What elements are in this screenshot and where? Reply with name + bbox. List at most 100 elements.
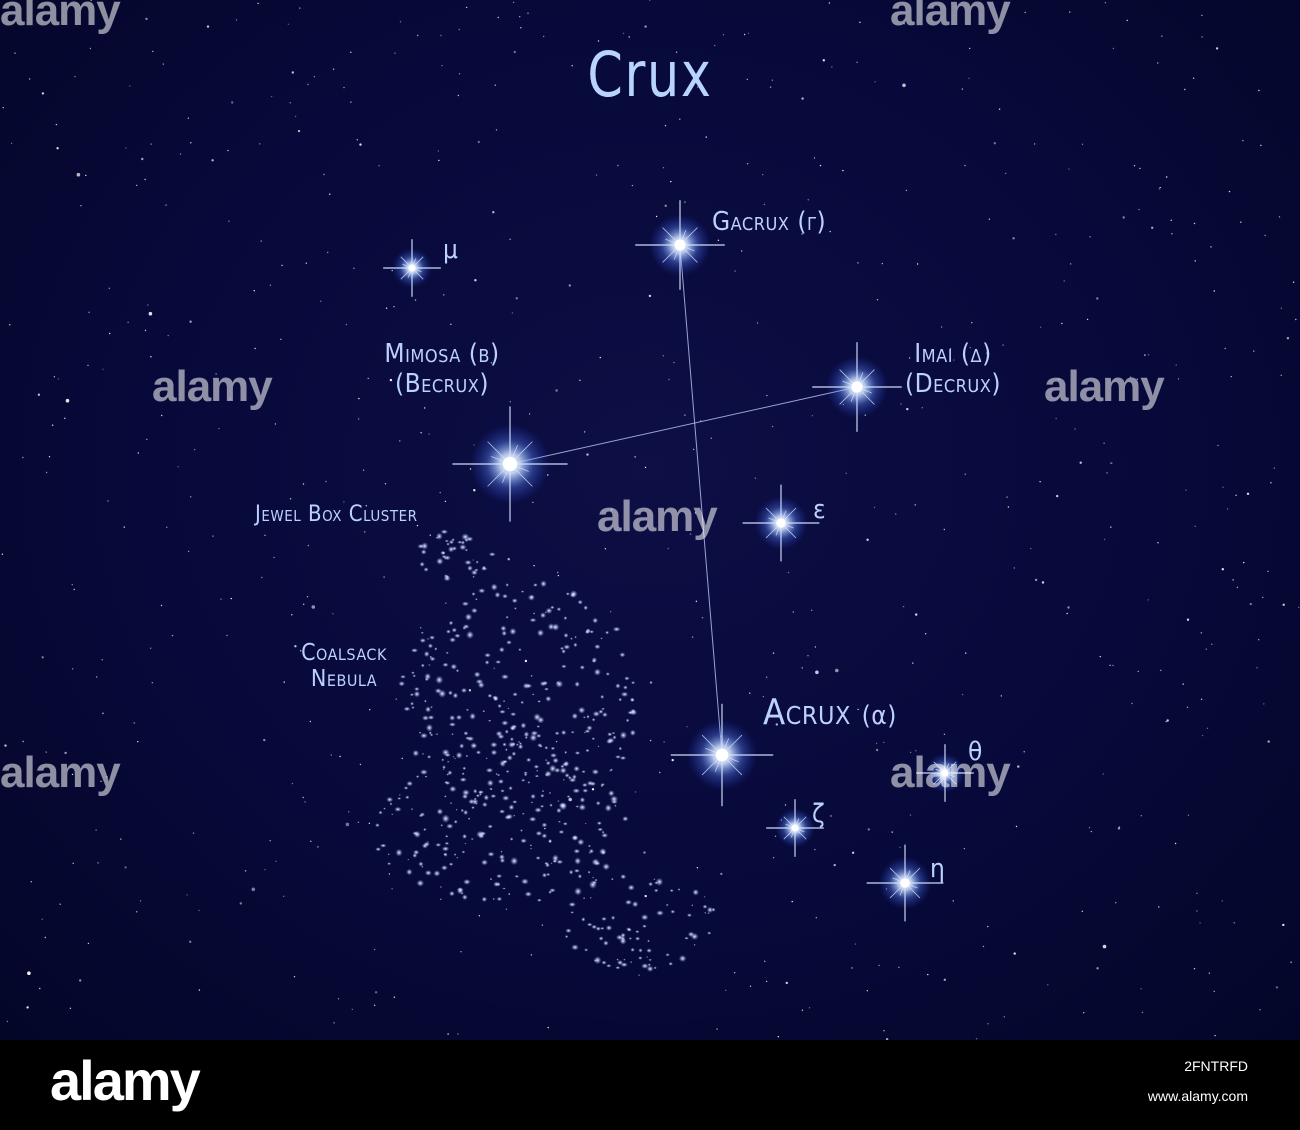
cluster-star (420, 549, 427, 555)
background-star (1003, 1016, 1005, 1018)
cluster-star (452, 756, 455, 758)
background-star (401, 757, 403, 760)
background-star (474, 279, 477, 282)
background-star (374, 991, 378, 994)
cluster-star (600, 637, 603, 640)
background-star (302, 483, 305, 485)
background-star (227, 149, 229, 152)
star-eta (866, 844, 944, 922)
background-star (148, 311, 153, 316)
background-star (85, 174, 87, 177)
background-star (95, 829, 97, 831)
cluster-star (564, 935, 569, 939)
cluster-star (439, 898, 442, 901)
background-star (139, 900, 142, 902)
background-star (1211, 643, 1213, 645)
background-star (1081, 143, 1084, 145)
cluster-star (597, 827, 604, 832)
background-star (509, 238, 511, 240)
cluster-star (530, 801, 534, 804)
cluster-star (565, 928, 572, 933)
cluster-star (620, 691, 629, 697)
cluster-star (620, 932, 626, 938)
cluster-star (554, 731, 560, 736)
background-star (547, 1026, 549, 1029)
background-star (655, 215, 658, 218)
background-star (772, 857, 775, 859)
background-star (305, 262, 307, 264)
background-starfield (1, 0, 1300, 1040)
label-theta: θ (968, 737, 983, 767)
cluster-star (505, 615, 509, 619)
cluster-star (584, 729, 591, 734)
cluster-star (507, 707, 510, 710)
background-star (473, 444, 475, 446)
background-star (230, 597, 232, 600)
background-star (96, 676, 98, 678)
background-star (555, 389, 558, 392)
cluster-star (574, 887, 582, 896)
background-star (190, 142, 192, 144)
cluster-star (441, 846, 450, 852)
cluster-star (490, 794, 497, 799)
cluster-star (445, 834, 449, 838)
background-star (771, 79, 774, 81)
background-star (332, 613, 334, 615)
background-star (275, 860, 277, 862)
background-star (359, 763, 362, 766)
background-star (1184, 88, 1186, 91)
background-star (909, 814, 912, 816)
background-star (74, 75, 76, 78)
cluster-star (428, 664, 431, 666)
background-star (350, 51, 352, 53)
background-star (289, 498, 292, 500)
background-star (215, 373, 217, 375)
background-star (1133, 165, 1136, 167)
cluster-star (444, 753, 451, 757)
cluster-star (442, 662, 449, 667)
background-star (1215, 47, 1219, 50)
background-star (902, 605, 905, 608)
cluster-star (669, 889, 674, 893)
cluster-star (412, 674, 416, 678)
background-star (87, 364, 89, 367)
cluster-star (411, 671, 415, 675)
cluster-star (505, 748, 508, 752)
background-star (583, 431, 586, 433)
cluster-star (501, 630, 507, 637)
background-star (622, 32, 625, 35)
background-star (915, 613, 918, 616)
background-star (72, 862, 74, 864)
background-star (898, 966, 900, 968)
cluster-star (530, 674, 533, 678)
background-star (741, 250, 743, 252)
background-star (165, 204, 167, 206)
cluster-star (556, 859, 564, 865)
background-star (808, 1007, 811, 1009)
cluster-star (427, 715, 435, 720)
cluster-star (512, 692, 518, 697)
cluster-star (584, 948, 589, 952)
background-star (1214, 1034, 1216, 1037)
background-star (599, 356, 601, 359)
background-star (746, 78, 748, 81)
cluster-star (541, 833, 548, 839)
background-star (457, 1033, 459, 1035)
cluster-star (502, 887, 506, 890)
background-star (260, 240, 262, 242)
cluster-star (488, 719, 492, 722)
cluster-star (441, 865, 448, 871)
cluster-star (398, 681, 406, 687)
background-star (495, 129, 498, 131)
background-star (1199, 922, 1201, 924)
background-star (299, 650, 302, 652)
cluster-star (604, 804, 612, 812)
cluster-star (690, 932, 699, 941)
cluster-star (504, 729, 509, 734)
cluster-star (569, 590, 578, 598)
cluster-star (490, 749, 498, 756)
cluster-star (521, 878, 529, 885)
background-star (895, 513, 897, 515)
cluster-star (527, 594, 536, 601)
cluster-star (591, 737, 596, 741)
